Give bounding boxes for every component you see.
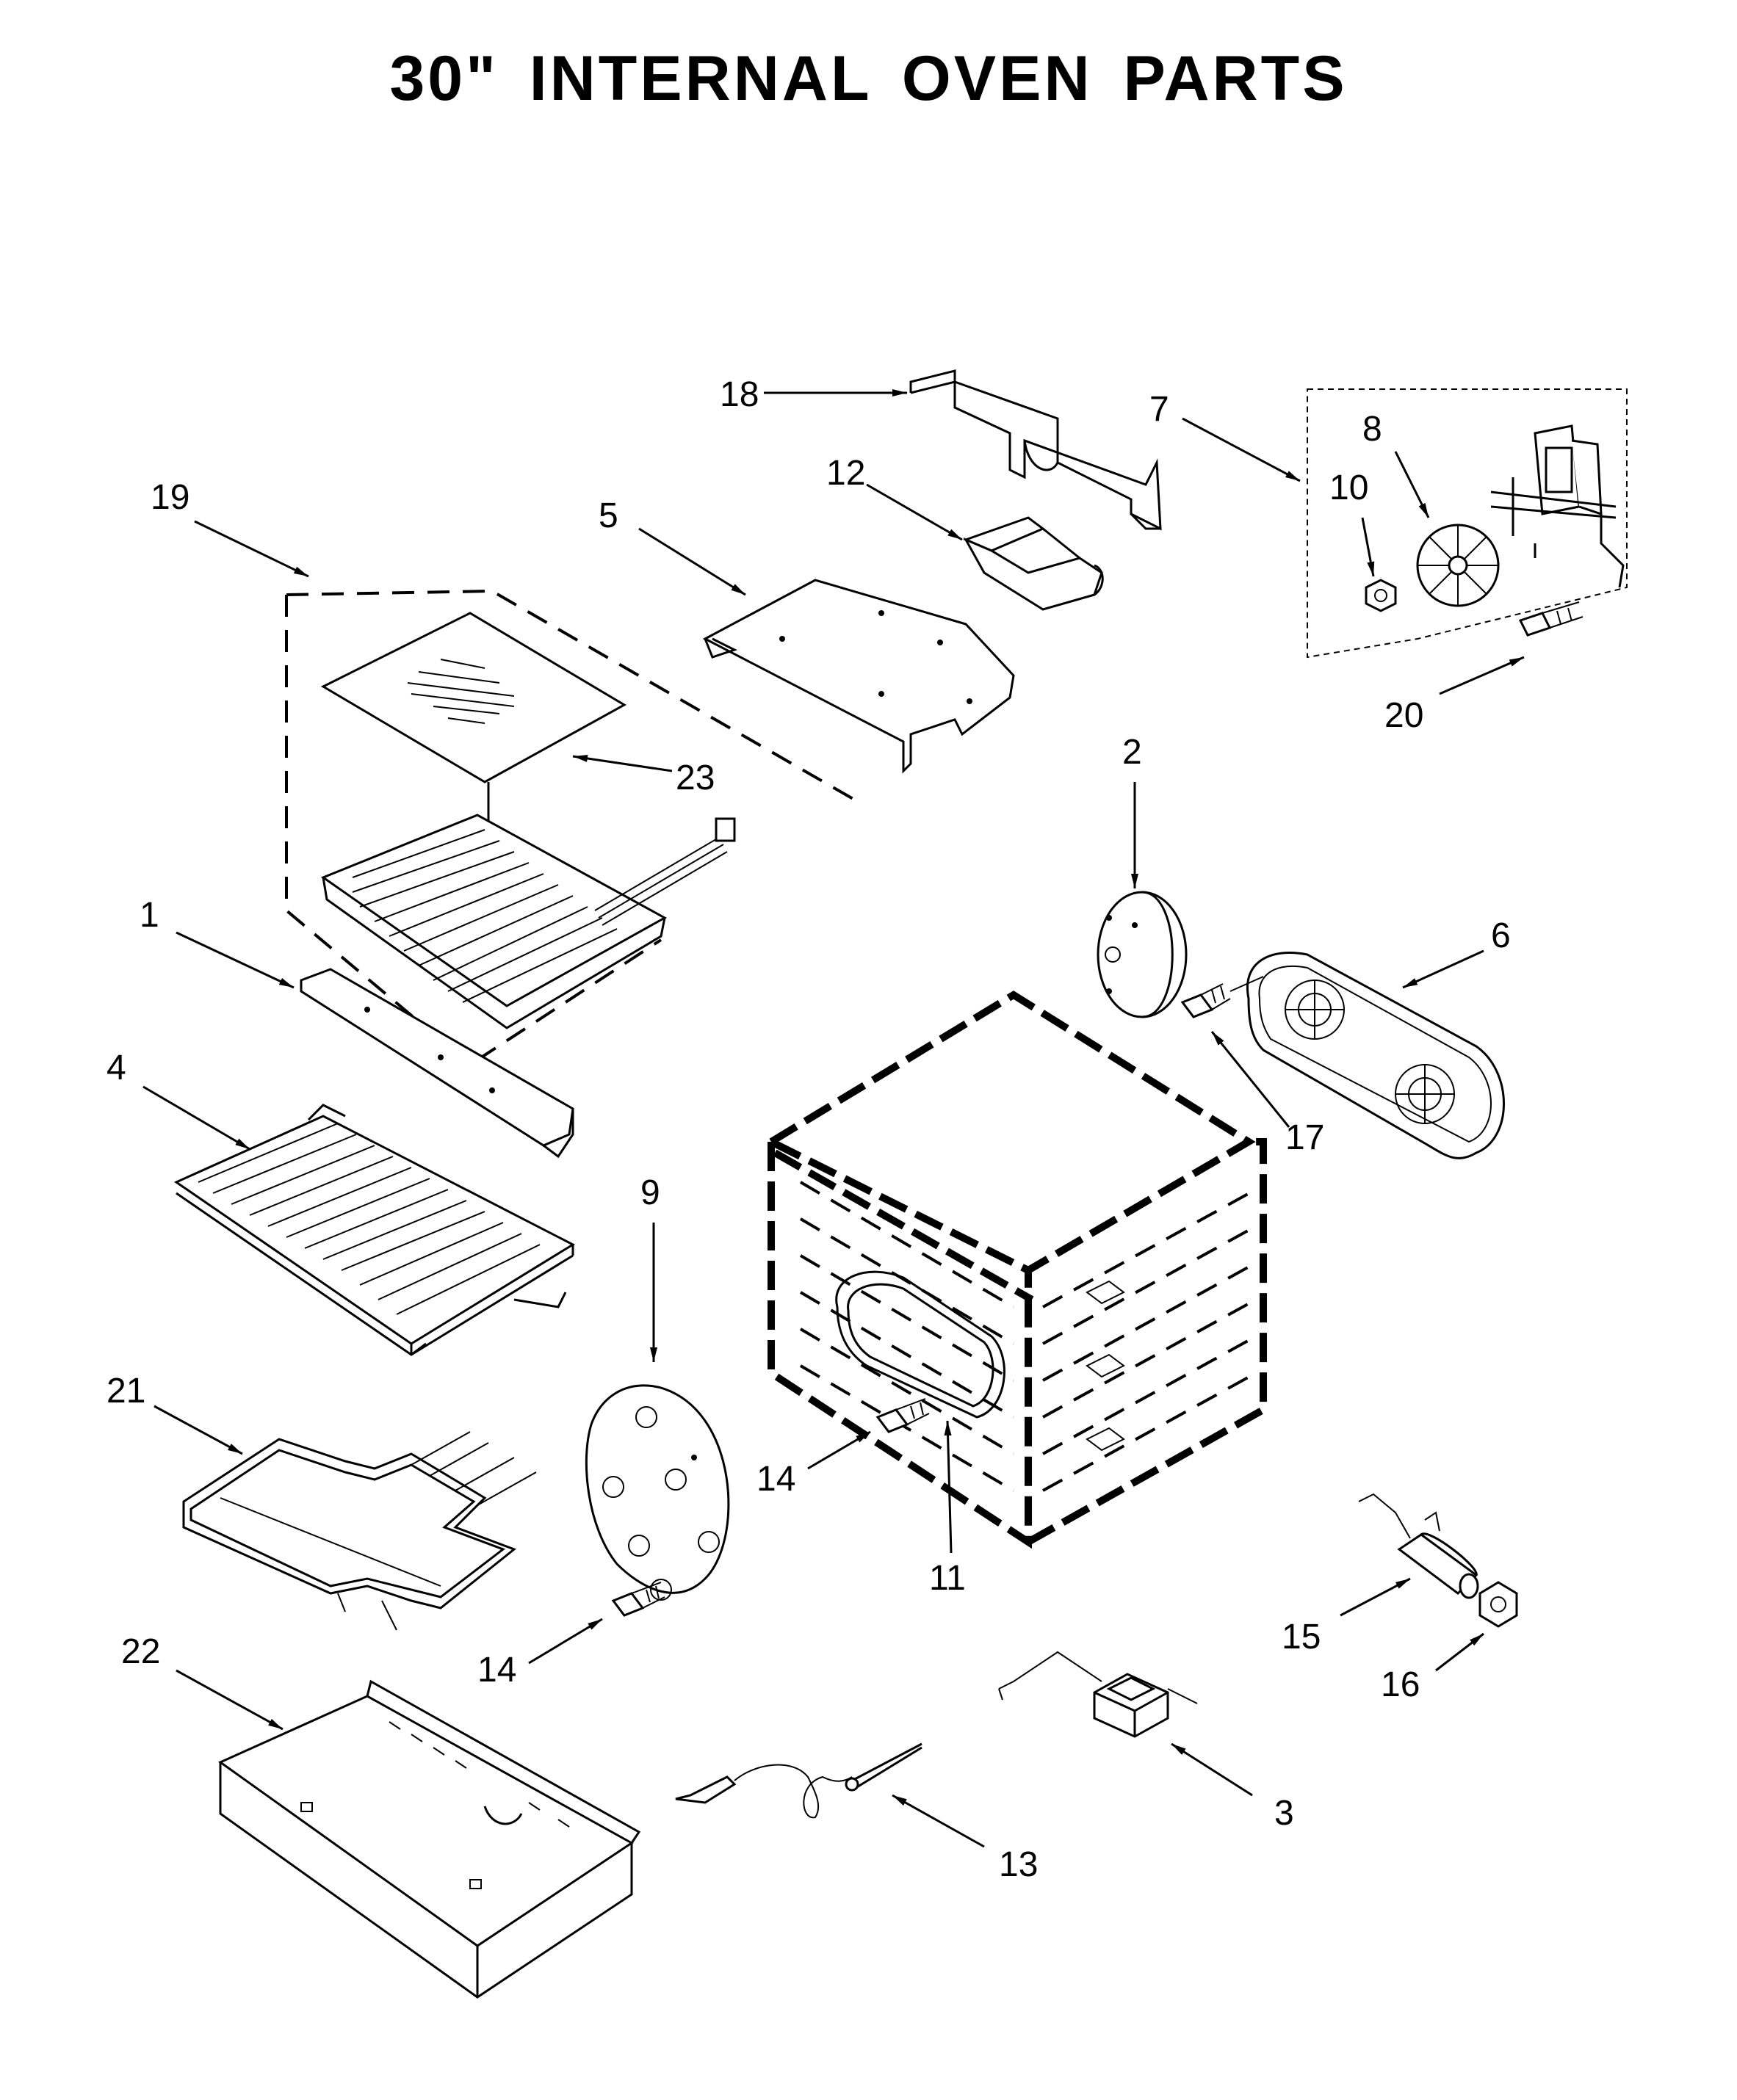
part-7-fan-assembly: [1307, 388, 1628, 659]
callout-6: 6: [1491, 916, 1511, 955]
callout-1: 1: [140, 896, 159, 935]
callout-7: 7: [1149, 390, 1169, 429]
callout-14-upper: 14: [756, 1460, 795, 1499]
callout-13: 13: [999, 1845, 1038, 1884]
part-2-fan-disk: [1097, 891, 1188, 1018]
part-17-screw: [1180, 976, 1264, 1018]
part-5-plate: [702, 579, 1015, 774]
part-3-probe-receptacle: [998, 1651, 1198, 1738]
callout-10: 10: [1329, 468, 1368, 507]
callout-2: 2: [1122, 733, 1142, 772]
part-14-screw-upper: [875, 1398, 930, 1433]
callout-23: 23: [676, 758, 715, 797]
callout-16: 16: [1381, 1665, 1420, 1704]
callout-9: 9: [640, 1173, 660, 1212]
callout-20: 20: [1384, 696, 1423, 735]
callout-3: 3: [1274, 1794, 1294, 1833]
callout-8: 8: [1362, 410, 1382, 449]
part-13-meat-probe: [675, 1742, 922, 1819]
part-4-oven-rack: [173, 1104, 576, 1356]
part-1-rail: [300, 968, 574, 1159]
part-12-bracket: [962, 516, 1104, 611]
part-22-bottom-tray: [218, 1679, 641, 1999]
callout-22: 22: [121, 1632, 160, 1671]
diagram-title: 30" INTERNAL OVEN PARTS: [389, 43, 1348, 114]
callout-15: 15: [1282, 1618, 1321, 1657]
part-9-rear-cover: [585, 1384, 730, 1601]
callout-21: 21: [106, 1372, 145, 1411]
callout-14-lower: 14: [477, 1651, 516, 1690]
part-18-cover: [909, 369, 1162, 531]
part-21-bake-element: [182, 1431, 537, 1631]
callout-18: 18: [720, 375, 759, 414]
part-6-baffle: [1246, 952, 1505, 1159]
callout-19: 19: [151, 478, 189, 517]
part-15-sensor: [1358, 1493, 1479, 1599]
callout-11: 11: [929, 1559, 966, 1598]
oven-cavity: [763, 991, 1267, 1549]
callout-17: 17: [1285, 1118, 1324, 1157]
callout-12: 12: [826, 454, 865, 493]
callout-4: 4: [106, 1049, 126, 1087]
part-16-nut: [1478, 1581, 1518, 1628]
part-19-broil-assembly: [285, 589, 856, 1067]
part-14-screw-lower: [611, 1582, 665, 1617]
callout-5: 5: [599, 496, 618, 535]
